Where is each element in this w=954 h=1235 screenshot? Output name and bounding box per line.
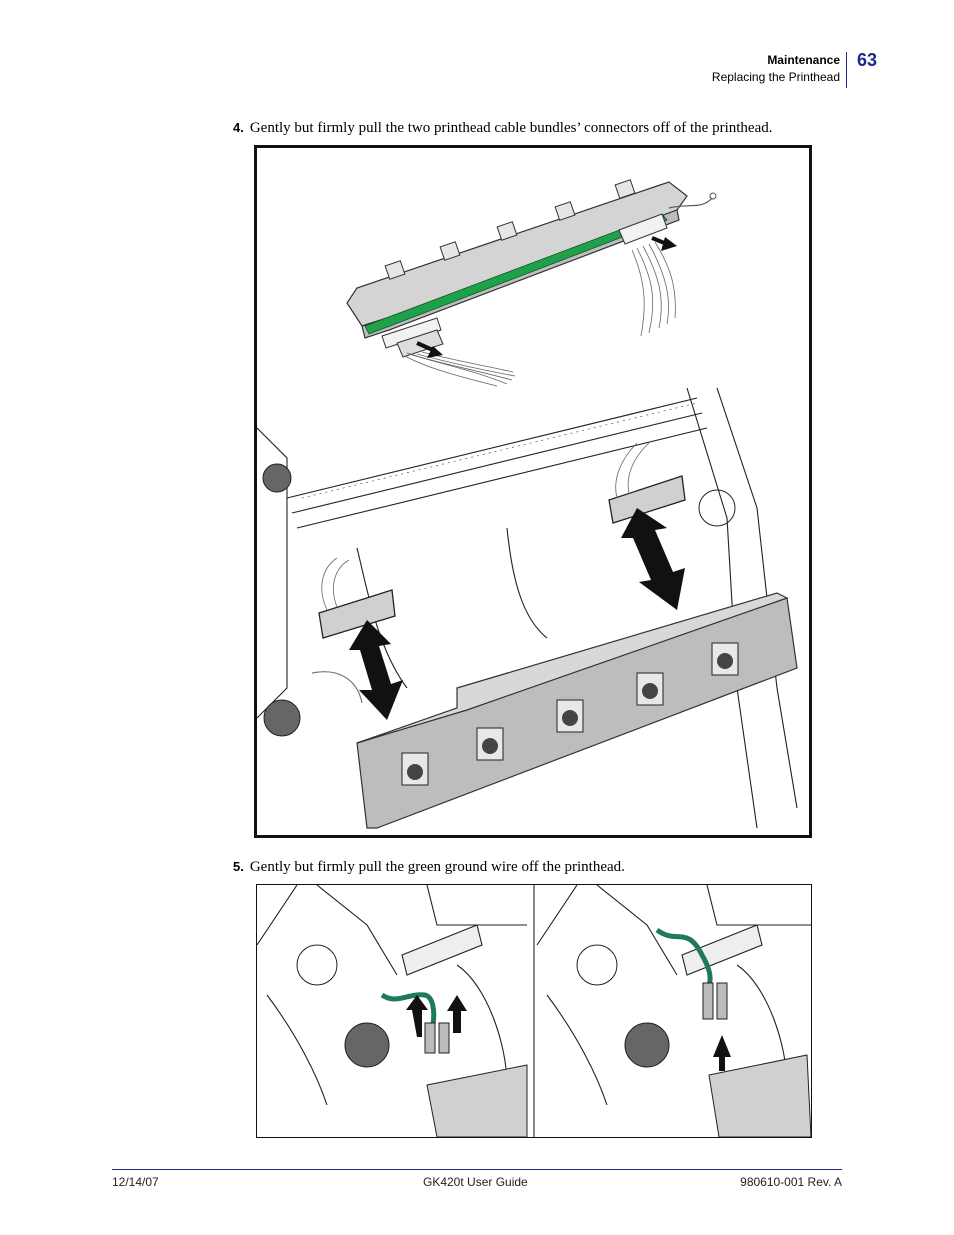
figure-printer-interior (254, 388, 812, 838)
page-number: 63 (857, 50, 878, 70)
ground-wire-illustration (257, 885, 811, 1137)
printer-interior-illustration (257, 388, 798, 829)
step-4: 4. Gently but firmly pull the two printhe… (233, 120, 772, 137)
step-5: 5. Gently but firmly pull the green groun… (233, 859, 625, 876)
subsection-title: Replacing the Printhead (711, 70, 840, 84)
figure-ground-wire (256, 884, 812, 1138)
step-number: 4. (233, 120, 244, 135)
printhead-illustration (346, 179, 717, 387)
step-text: Gently but firmly pull the green ground … (249, 859, 625, 875)
running-header: Maintenance Replacing the Printhead (712, 52, 840, 86)
footer-guide-title: GK420t User Guide (423, 1175, 528, 1189)
figure-printhead-connectors (254, 145, 812, 392)
step-number: 5. (233, 859, 244, 874)
footer-revision: 980610-001 Rev. A (740, 1175, 842, 1189)
footer-divider (112, 1169, 842, 1170)
section-title: Maintenance (767, 53, 840, 67)
footer-date: 12/14/07 (112, 1175, 159, 1189)
step-text: Gently but firmly pull the two printhead… (249, 120, 773, 136)
header-divider (846, 52, 847, 88)
